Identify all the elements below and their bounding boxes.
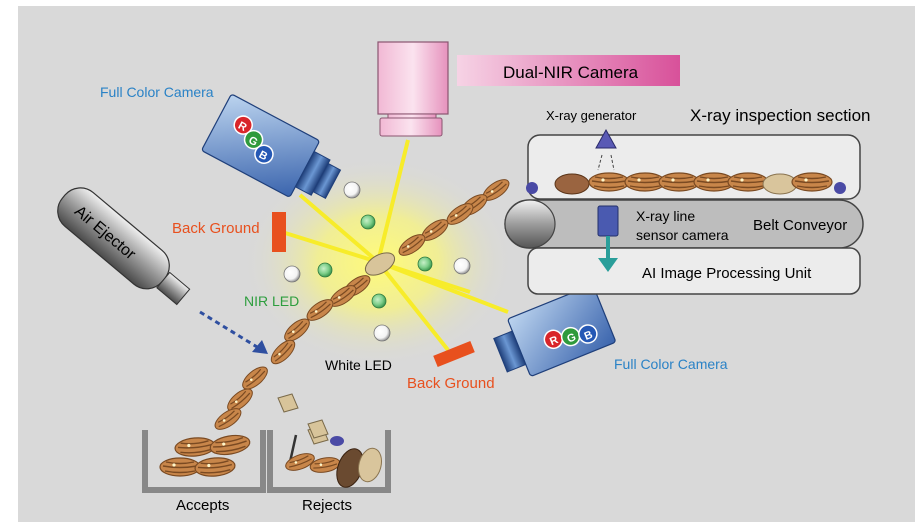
white-led-icon	[283, 181, 471, 342]
ai-arrowhead	[598, 258, 618, 272]
conveyor-roller	[504, 199, 556, 249]
full-color-camera-top-icon: R G B	[201, 94, 342, 199]
rejects-label: Rejects	[302, 497, 352, 514]
dual-nir-camera-label: Dual-NIR Camera	[503, 63, 639, 82]
dual-nir-label-bar	[457, 55, 680, 86]
white-led-label: White LED	[325, 357, 392, 373]
svg-text:R: R	[548, 334, 560, 348]
belt-conveyor-label: Belt Conveyor	[753, 217, 847, 234]
xray-section-label: X-ray inspection section	[690, 106, 870, 125]
xray-generator-label: X-ray generator	[546, 108, 637, 123]
back-ground-left-label: Back Ground	[172, 220, 260, 237]
almond-stream	[211, 175, 513, 434]
air-jet-arrow	[199, 310, 263, 352]
back-ground-bottom-label: Back Ground	[407, 375, 495, 392]
conveyor-almonds	[526, 172, 846, 195]
nir-led-icon	[317, 214, 433, 309]
light-beams	[281, 139, 509, 352]
dual-nir-camera-icon	[377, 41, 449, 137]
xray-line-sensor-label-1: X-ray line	[636, 208, 695, 224]
ai-unit-label: AI Image Processing Unit	[642, 265, 812, 282]
back-ground-bottom-plate	[433, 340, 475, 368]
falling-reject	[277, 393, 299, 413]
back-ground-left-plate	[272, 212, 286, 252]
accepts-label: Accepts	[176, 497, 229, 514]
xray-beam	[597, 154, 615, 171]
svg-text:G: G	[565, 331, 577, 345]
xray-generator-icon	[595, 128, 617, 149]
full-color-camera-top-label: Full Color Camera	[100, 84, 214, 100]
full-color-camera-bottom-label: Full Color Camera	[614, 356, 728, 372]
xray-sensor-icon	[597, 205, 619, 237]
xray-line-sensor-label-2: sensor camera	[636, 227, 729, 243]
accepts-bin	[142, 430, 266, 493]
falling-reject	[307, 419, 329, 439]
nir-led-label: NIR LED	[244, 293, 299, 309]
air-jet-arrowhead	[252, 340, 268, 354]
svg-text:B: B	[583, 329, 595, 343]
full-color-camera-bottom-icon: R G B	[493, 284, 616, 377]
